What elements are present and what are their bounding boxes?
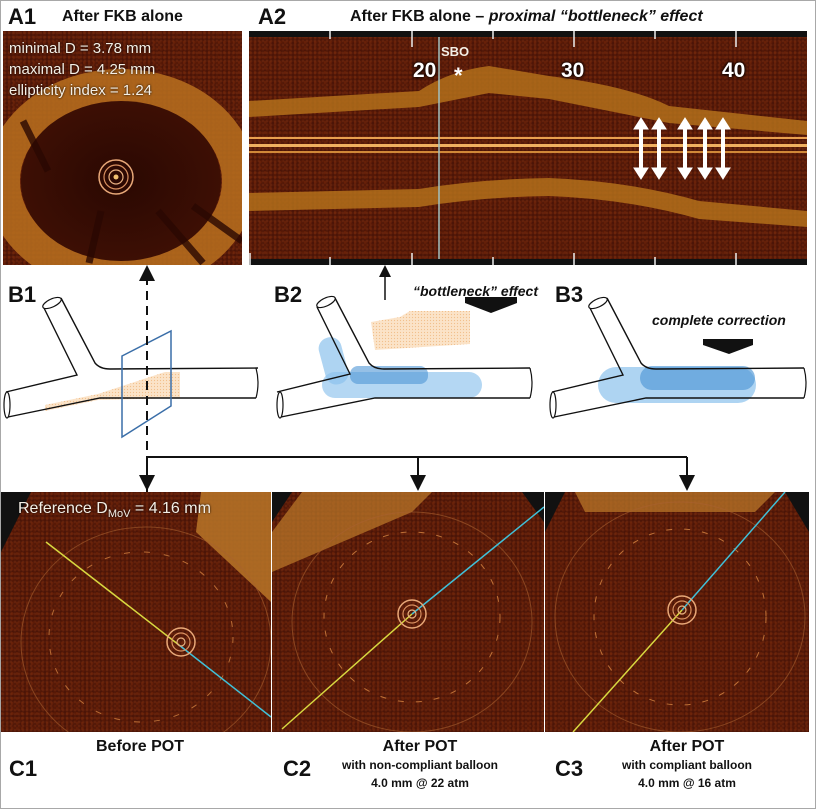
side-branch-tissue (196, 492, 271, 602)
caption-c1: Before POT (80, 738, 200, 756)
c1-oct-graphic (1, 492, 271, 732)
panel-label-b3: B3 (555, 282, 584, 307)
caption-c3-pressure: 4.0 mm @ 16 atm (638, 776, 736, 790)
oct-longitudinal-a2: 20 30 40 SBO * (249, 31, 807, 265)
caption-c2: After POT with non-compliant balloon 4.0… (320, 738, 520, 790)
panel-title-a2: After FKB alone – proximal “bottleneck” … (350, 8, 703, 26)
a1-measurements: minimal D = 3.78 mm maximal D = 4.25 mm … (9, 38, 155, 101)
caption-c2-balloon: with non-compliant balloon (342, 758, 498, 772)
reference-diameter-label: Reference DMoV = 4.16 mm (18, 500, 211, 520)
yellow-measure-line (281, 613, 413, 730)
scale-ticks-bottom (249, 253, 737, 265)
sbo-asterisk: * (454, 63, 463, 88)
panel-label-a1: A1 (8, 4, 37, 29)
panel-label-c1: C1 (9, 756, 38, 781)
cyan-measure-line (411, 506, 544, 615)
side-branch-tissue (272, 492, 432, 572)
b2-bifurcation-diagram (276, 295, 533, 419)
scale-label-20: 20 (413, 59, 437, 82)
double-arrow-icon (697, 117, 713, 180)
sbo-label: SBO (441, 44, 470, 59)
caption-c3: After POT with compliant balloon 4.0 mm … (592, 738, 782, 790)
ellipticity-index: ellipticity index = 1.24 (9, 82, 152, 99)
cyan-measure-line (681, 492, 786, 611)
catheter-lines (249, 137, 807, 153)
c3-oct-graphic (545, 492, 809, 732)
imaging-catheter (98, 159, 134, 195)
caption-c3-main: After POT (649, 738, 725, 755)
scale-label-40: 40 (722, 59, 746, 82)
caption-c2-main: After POT (382, 738, 458, 755)
yellow-measure-line (45, 541, 180, 646)
maximal-diameter: maximal D = 4.25 mm (9, 61, 156, 78)
b1-bifurcation-diagram (3, 296, 259, 439)
oct-image-c3 (545, 492, 809, 732)
oct-image-c2 (272, 492, 544, 732)
reference-value: = 4.16 mm (130, 500, 211, 517)
double-arrow-icon (715, 117, 731, 180)
a1-oct-graphic (3, 69, 242, 265)
reference-subscript: MoV (107, 508, 131, 521)
lumen-arrows (633, 117, 731, 180)
double-arrow-icon (677, 117, 693, 180)
b2-balloon-overlap (350, 366, 428, 384)
complete-correction-annotation: complete correction (652, 312, 786, 328)
caption-c3-balloon: with compliant balloon (622, 758, 752, 772)
reference-prefix: Reference D (18, 500, 108, 517)
panel-title-a1: After FKB alone (62, 8, 183, 25)
b3-down-arrow-icon (703, 339, 753, 354)
b-row-diagrams (3, 265, 807, 495)
lower-vessel-wall (249, 178, 807, 227)
minimal-diameter: minimal D = 3.78 mm (9, 40, 152, 57)
panel-label-a2: A2 (258, 4, 287, 29)
imaging-catheter (166, 627, 196, 657)
b3-balloon-core (640, 366, 755, 390)
panel-label-b1: B1 (8, 282, 37, 307)
panel-label-b2: B2 (274, 282, 303, 307)
stent-struts (323, 531, 501, 703)
b2-displaced-stent-mesh (371, 311, 470, 350)
double-arrow-icon (633, 117, 649, 180)
oct-image-c1: Reference DMoV = 4.16 mm (1, 492, 271, 732)
caption-c1-main: Before POT (95, 738, 184, 755)
imaging-catheter (667, 595, 697, 625)
double-arrow-icon (651, 117, 667, 180)
upper-vessel-wall (249, 66, 807, 135)
a2-title-italic: proximal “bottleneck” effect (488, 8, 703, 25)
oct-image-a1: minimal D = 3.78 mm maximal D = 4.25 mm … (3, 31, 242, 265)
panel-label-c3: C3 (555, 756, 584, 781)
b2-down-arrow-icon (465, 297, 517, 313)
bottleneck-annotation: “bottleneck” effect (413, 283, 538, 299)
connector-bracket (139, 456, 695, 491)
panel-label-c2: C2 (283, 756, 312, 781)
a2-longitudinal-graphic (249, 31, 807, 265)
c2-oct-graphic (272, 492, 544, 732)
b3-bifurcation-diagram (549, 296, 807, 419)
scale-label-30: 30 (561, 59, 585, 82)
a2-title-plain: After FKB alone – (350, 8, 489, 25)
stent-struts (593, 528, 767, 706)
vessel-wall-band (3, 69, 242, 265)
cut-plane (121, 329, 172, 439)
yellow-measure-line (572, 609, 683, 732)
stent-struts (48, 551, 234, 723)
imaging-catheter (397, 599, 427, 629)
caption-c2-pressure: 4.0 mm @ 22 atm (371, 776, 469, 790)
scale-ticks-top (329, 31, 737, 47)
cyan-measure-line (178, 644, 271, 718)
